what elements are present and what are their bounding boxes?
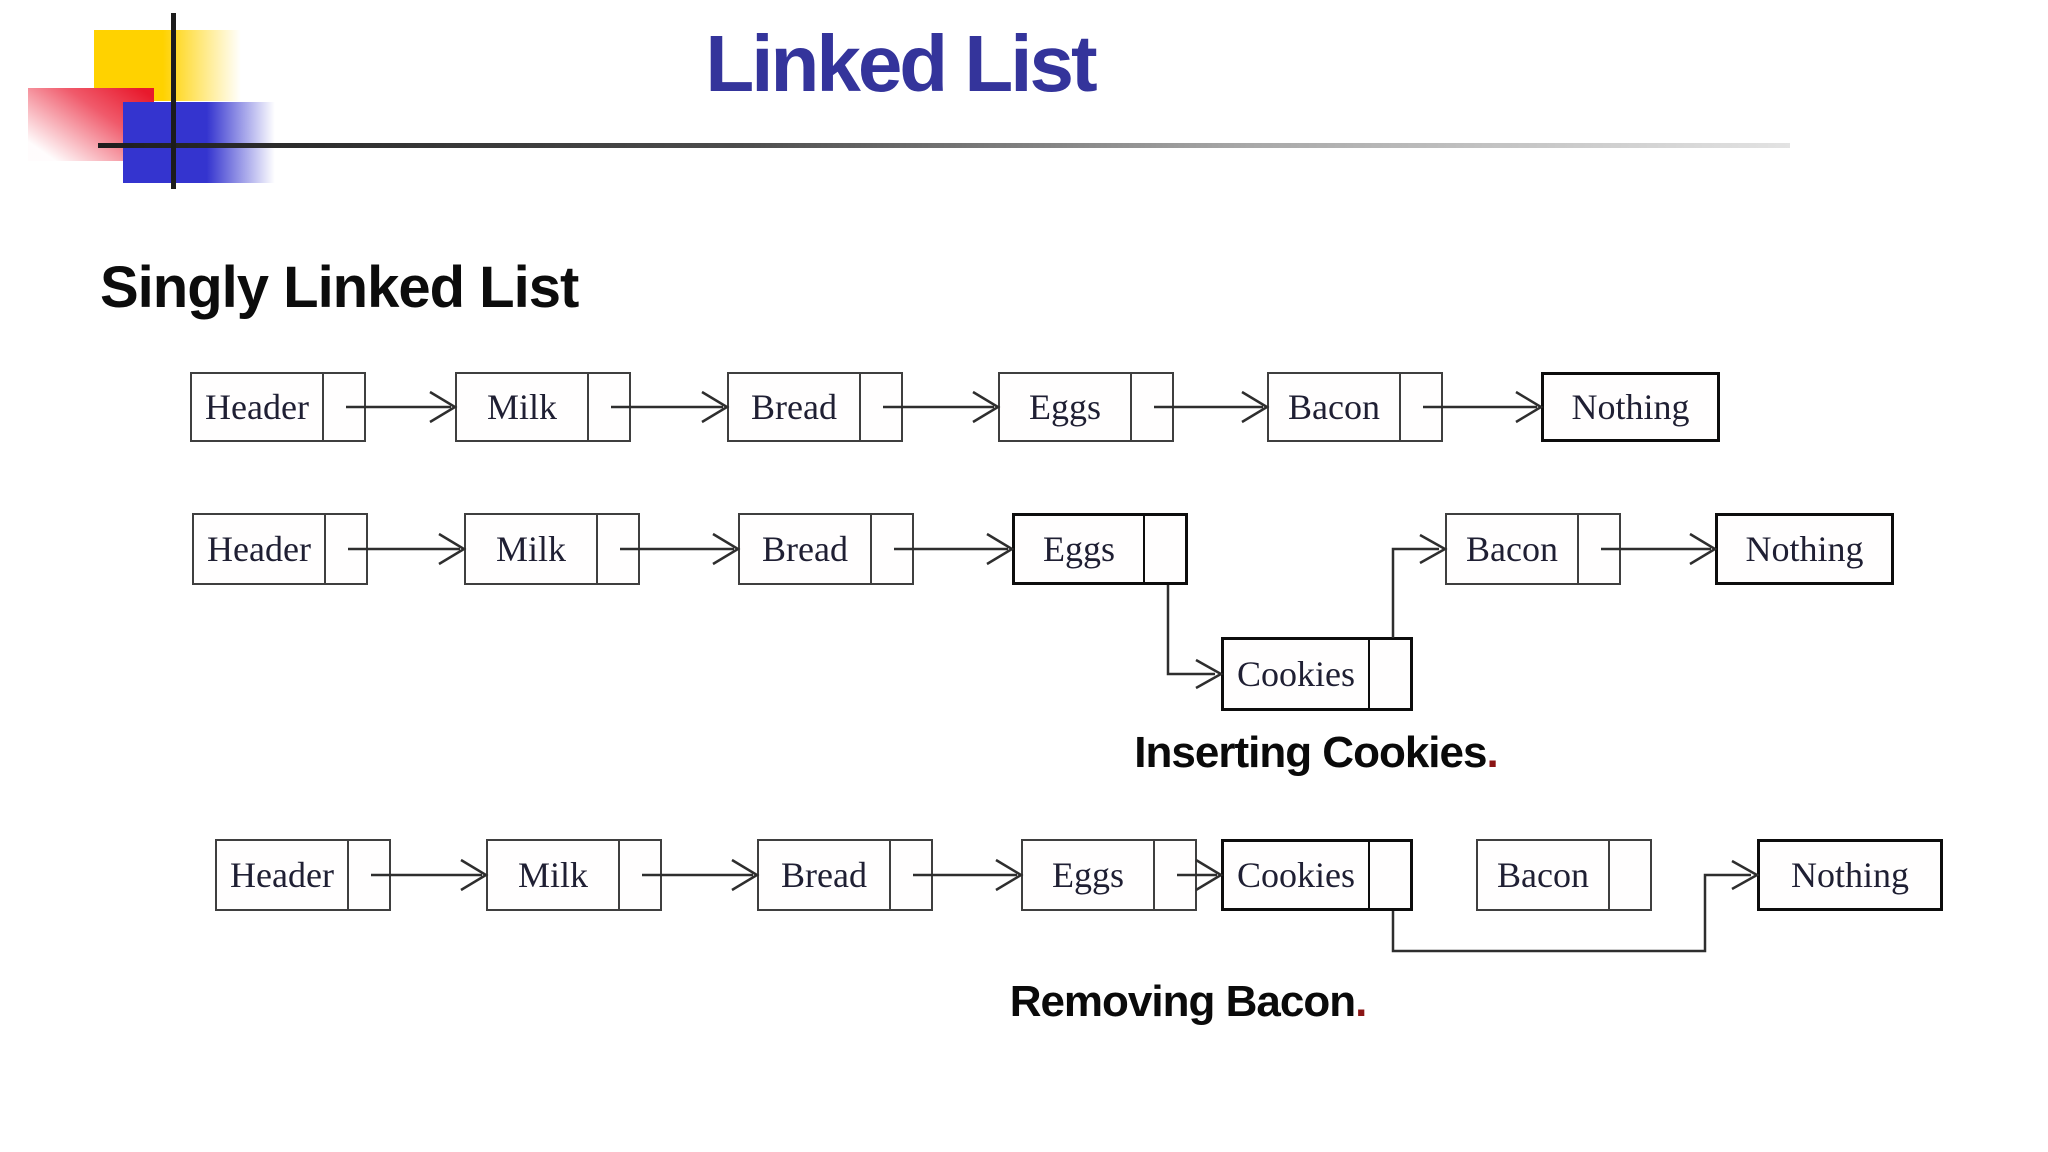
node-bread-row2: Bread (738, 513, 914, 585)
node-value-cell: Bacon (1478, 841, 1610, 909)
node-header-row3: Header (215, 839, 391, 911)
node-value-cell: Milk (457, 374, 589, 440)
logo-cross-vertical-line (171, 13, 176, 189)
node-label: Bacon (1288, 387, 1380, 427)
logo-blue-square (123, 102, 278, 183)
arrow-row1-bread-eggs (883, 390, 1001, 424)
arrow-row2-header-milk (348, 532, 467, 566)
node-value-cell: Milk (466, 515, 598, 583)
node-eggs-row2: Eggs (1012, 513, 1188, 585)
node-value-cell: Bread (729, 374, 861, 440)
arrow-row1-milk-bread (611, 390, 730, 424)
node-value-cell: Milk (488, 841, 620, 909)
node-milk-row3: Milk (486, 839, 662, 911)
node-value-cell: Header (217, 841, 349, 909)
node-label: Cookies (1236, 654, 1355, 694)
node-label: Nothing (1571, 387, 1690, 427)
node-value-cell: Cookies (1224, 842, 1370, 908)
node-label: Header (207, 529, 311, 569)
wire-row2-eggs-to-cookies (1166, 585, 1224, 690)
node-label: Header (230, 855, 334, 895)
caption-removing-bacon: Removing Bacon. (928, 977, 1448, 1027)
node-label: Bacon (1466, 529, 1558, 569)
arrow-row3-header-milk (371, 858, 489, 892)
arrow-row1-bacon-nothing (1423, 390, 1544, 424)
node-bacon-row3: Bacon (1476, 839, 1652, 911)
node-milk-row2: Milk (464, 513, 640, 585)
node-header-row2: Header (192, 513, 368, 585)
arrow-row2-bacon-nothing (1601, 532, 1718, 566)
node-bread-row3: Bread (757, 839, 933, 911)
node-nothing-row3: Nothing (1757, 839, 1943, 911)
node-label: Bread (751, 387, 837, 427)
node-label: Bread (781, 855, 867, 895)
node-label: Eggs (1043, 529, 1115, 569)
node-label: Eggs (1029, 387, 1101, 427)
arrow-row1-eggs-bacon (1154, 390, 1270, 424)
node-label: Milk (517, 855, 588, 895)
node-value-cell: Bacon (1447, 515, 1579, 583)
node-value-cell: Bread (759, 841, 891, 909)
node-cookies-row3: Cookies (1221, 839, 1413, 911)
node-milk-row1: Milk (455, 372, 631, 442)
node-label: Milk (486, 387, 557, 427)
caption-text: Inserting Cookies (1134, 728, 1487, 777)
node-value-cell: Bread (740, 515, 872, 583)
section-heading: Singly Linked List (100, 255, 579, 320)
node-value-cell: Cookies (1224, 640, 1370, 708)
node-value-cell: Eggs (1023, 841, 1155, 909)
arrow-row3-eggs-cookies (1177, 858, 1224, 892)
node-cookies-row2: Cookies (1221, 637, 1413, 711)
node-value-cell: Eggs (1000, 374, 1132, 440)
node-value-cell: Bacon (1269, 374, 1401, 440)
arrow-row2-milk-bread (620, 532, 741, 566)
node-header-row1: Header (190, 372, 366, 442)
node-eggs-row1: Eggs (998, 372, 1174, 442)
arrow-row1-header-milk (346, 390, 458, 424)
node-label: Bread (762, 529, 848, 569)
node-bread-row1: Bread (727, 372, 903, 442)
node-label: Bacon (1497, 855, 1589, 895)
node-eggs-row3: Eggs (1021, 839, 1197, 911)
node-label: Nothing (1745, 529, 1864, 569)
node-label: Milk (495, 529, 566, 569)
node-label: Eggs (1052, 855, 1124, 895)
node-nothing-row2: Nothing (1715, 513, 1894, 585)
arrow-row3-milk-bread (642, 858, 760, 892)
wire-row2-cookies-to-bacon (1391, 533, 1448, 638)
wire-row3-cookies-bypass-bacon-to-nothing (1391, 859, 1760, 953)
title-underline-rule (98, 143, 1790, 148)
arrow-row3-bread-eggs (913, 858, 1024, 892)
node-label: Cookies (1236, 855, 1355, 895)
caption-period: . (1486, 728, 1498, 777)
node-label: Header (205, 387, 309, 427)
node-nothing-row1: Nothing (1541, 372, 1720, 442)
node-value-cell: Eggs (1015, 516, 1145, 582)
slide-title: Linked List (705, 19, 1097, 108)
node-value-cell: Header (194, 515, 326, 583)
arrow-row2-bread-eggs (894, 532, 1015, 566)
caption-period: . (1355, 977, 1367, 1026)
caption-text: Removing Bacon (1009, 977, 1356, 1026)
node-value-cell: Header (192, 374, 324, 440)
caption-inserting-cookies: Inserting Cookies. (1056, 728, 1576, 778)
node-label: Nothing (1790, 855, 1909, 895)
